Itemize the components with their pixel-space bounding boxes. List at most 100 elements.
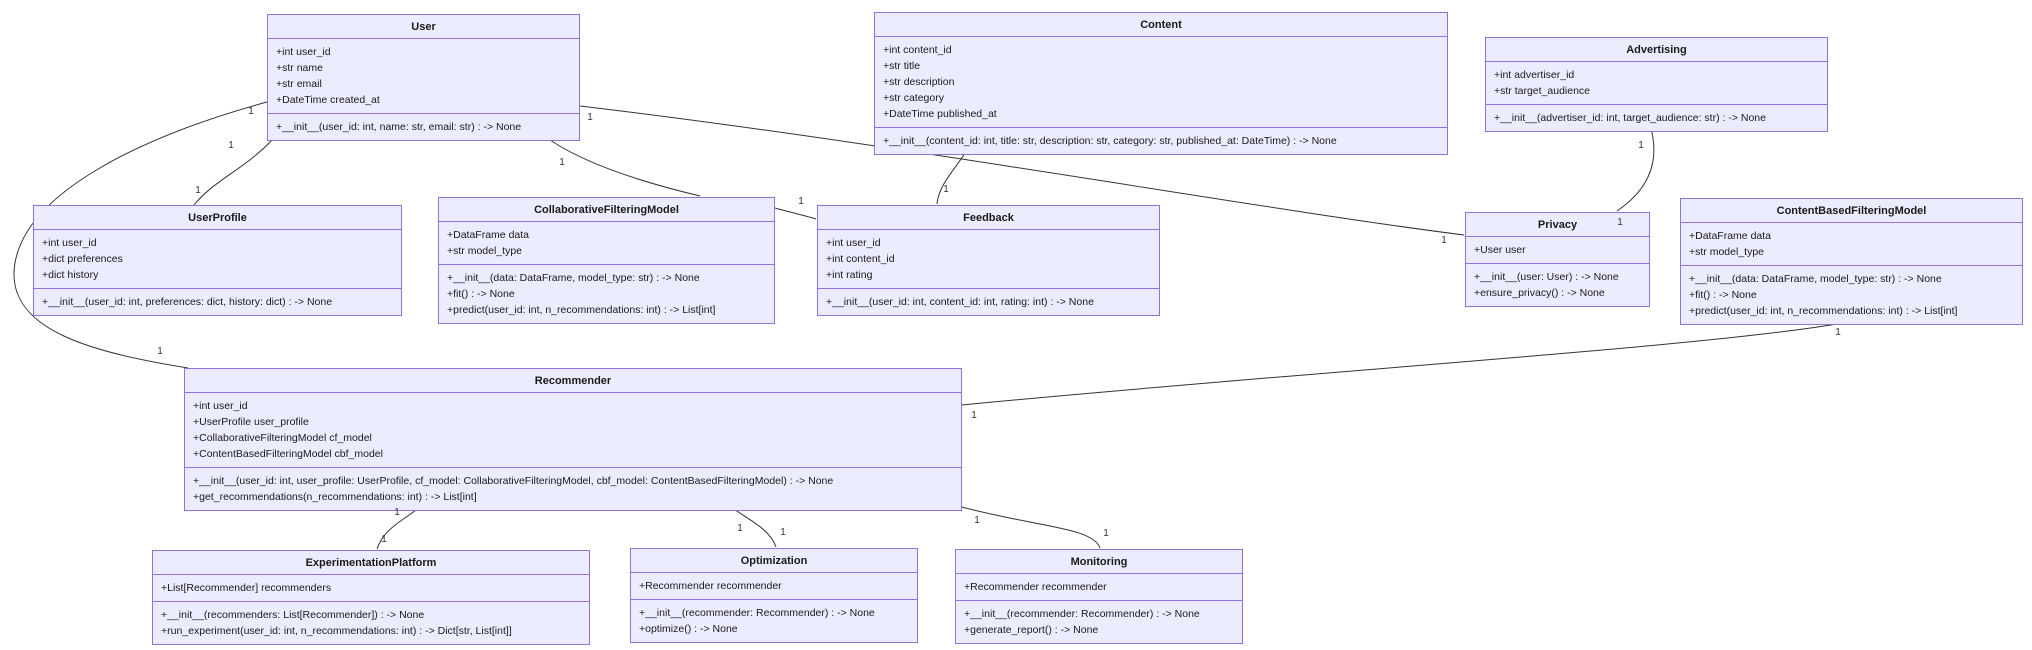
class-box-privacy: Privacy +User user +__init__(user: User)… (1465, 212, 1650, 307)
multiplicity-label: 1 (943, 184, 949, 195)
class-methods: +__init__(user_id: int, content_id: int,… (818, 289, 1159, 315)
association-edge-collaborativefilteringmodel-feedback (774, 207, 817, 220)
class-attributes: +Recommender recommender (631, 573, 917, 600)
class-title: Content (875, 13, 1447, 37)
class-attribute: +Recommender recommender (639, 580, 782, 592)
class-methods: +__init__(recommenders: List[Recommender… (153, 602, 589, 644)
class-attribute: +int user_id (193, 400, 248, 412)
class-method: +predict(user_id: int, n_recommendations… (1689, 305, 1958, 317)
class-method: +__init__(content_id: int, title: str, d… (883, 135, 1337, 147)
class-attribute: +int user_id (42, 237, 97, 249)
class-attributes: +DataFrame data+str model_type (439, 222, 774, 265)
class-title: CollaborativeFilteringModel (439, 198, 774, 222)
class-method: +get_recommendations(n_recommendations: … (193, 491, 477, 503)
multiplicity-label: 1 (587, 112, 593, 123)
class-title: ContentBasedFilteringModel (1681, 199, 2022, 223)
class-methods: +__init__(recommender: Recommender) : ->… (956, 601, 1242, 643)
class-methods: +__init__(advertiser_id: int, target_aud… (1486, 105, 1827, 131)
class-box-advertising: Advertising +int advertiser_id +str targe… (1485, 37, 1828, 132)
multiplicity-label: 1 (157, 346, 163, 357)
class-method: +generate_report() : -> None (964, 624, 1099, 636)
class-attribute: +dict preferences (42, 253, 123, 265)
multiplicity-label: 1 (559, 157, 565, 168)
class-method: +__init__(user_id: int, preferences: dic… (42, 296, 333, 308)
class-attribute: +DateTime published_at (883, 108, 997, 120)
class-attributes: +User user (1466, 237, 1649, 264)
multiplicity-label: 1 (1441, 235, 1447, 246)
class-attribute: +str target_audience (1494, 85, 1591, 97)
class-method: +ensure_privacy() : -> None (1474, 287, 1605, 299)
class-attribute: +User user (1474, 244, 1526, 256)
class-attribute: +DataFrame data (1689, 230, 1772, 242)
class-attribute: +str category (883, 92, 944, 104)
class-attribute: +dict history (42, 269, 99, 281)
class-attribute: +str name (276, 62, 323, 74)
association-edge-recommender-contentbasedfilteringmodel (961, 322, 1844, 406)
class-attributes: +Recommender recommender (956, 574, 1242, 601)
association-edge-user-privacy (579, 105, 1465, 236)
class-box-experimentationplatform: ExperimentationPlatform +List[Recommende… (152, 550, 590, 645)
class-method: +fit() : -> None (447, 288, 515, 300)
class-method: +run_experiment(user_id: int, n_recommen… (161, 625, 512, 637)
class-method: +__init__(recommenders: List[Recommender… (161, 609, 425, 621)
class-methods: +__init__(data: DataFrame, model_type: s… (1681, 266, 2022, 324)
class-method: +__init__(data: DataFrame, model_type: s… (1689, 273, 1942, 285)
class-box-collaborativefilteringmodel: CollaborativeFilteringModel +DataFrame d… (438, 197, 775, 324)
class-methods: +__init__(user_id: int, user_profile: Us… (185, 468, 961, 510)
class-attributes: +DataFrame data +str model_type (1681, 223, 2022, 266)
class-box-contentbasedfilteringmodel: ContentBasedFilteringModel +DataFrame da… (1680, 198, 2023, 325)
class-method: +predict(user_id: int, n_recommendations… (447, 304, 716, 316)
class-box-feedback: Feedback +int user_id+int content_id+int… (817, 205, 1160, 316)
class-attribute: +DataFrame data (447, 229, 530, 241)
class-attribute: +str email (276, 78, 322, 90)
class-attribute: +str description (883, 76, 955, 88)
class-attribute: +ContentBasedFilteringModel cbf_model (193, 448, 383, 460)
multiplicity-label: 1 (195, 185, 201, 196)
class-method: +__init__(advertiser_id: int, target_aud… (1494, 112, 1766, 124)
class-attribute: +int content_id (883, 44, 952, 56)
multiplicity-label: 1 (248, 106, 254, 117)
multiplicity-label: 1 (1835, 327, 1841, 338)
class-title: Advertising (1486, 38, 1827, 62)
multiplicity-label: 1 (381, 534, 387, 545)
class-methods: +__init__(user_id: int, preferences: dic… (34, 289, 401, 315)
class-method: +fit() : -> None (1689, 289, 1757, 301)
class-method: +__init__(user_id: int, user_profile: Us… (193, 475, 834, 487)
class-attributes: +int user_id +dict preferences +dict histo… (34, 230, 401, 289)
class-title: UserProfile (34, 206, 401, 230)
class-box-user: User +int user_id+str name+str email+Dat… (267, 14, 580, 141)
class-attributes: +int user_id +UserProfile user_profile +Co… (185, 393, 961, 468)
multiplicity-label: 1 (780, 527, 786, 538)
class-attribute: +int advertiser_id (1494, 69, 1575, 81)
class-attributes: +List[Recommender] recommenders (153, 575, 589, 602)
class-attribute: +UserProfile user_profile (193, 416, 309, 428)
class-box-recommender: Recommender +int user_id +UserProfile use… (184, 368, 962, 511)
association-edge-user-collaborativefilteringmodel (549, 139, 701, 197)
class-attribute: +DateTime created_at (276, 94, 380, 106)
class-title: Monitoring (956, 550, 1242, 574)
class-box-monitoring: Monitoring +Recommender recommender +__i… (955, 549, 1243, 644)
multiplicity-label: 1 (737, 523, 743, 534)
class-methods: +__init__(data: DataFrame, model_type: s… (439, 265, 774, 323)
class-attribute: +int rating (826, 269, 873, 281)
multiplicity-label: 1 (974, 515, 980, 526)
multiplicity-label: 1 (1638, 140, 1644, 151)
association-edge-user-userprofile (193, 139, 273, 206)
class-attributes: +int advertiser_id +str target_audience (1486, 62, 1827, 105)
multiplicity-label: 1 (228, 140, 234, 151)
class-methods: +__init__(content_id: int, title: str, d… (875, 128, 1447, 154)
class-method: +__init__(user_id: int, content_id: int,… (826, 296, 1094, 308)
class-method: +__init__(recommender: Recommender) : ->… (964, 608, 1200, 620)
class-attribute: +str model_type (1689, 246, 1764, 258)
multiplicity-label: 1 (394, 507, 400, 518)
class-attributes: +int content_id+str title+str descriptio… (875, 37, 1447, 128)
association-edge-advertising-privacy (1616, 124, 1655, 212)
class-title: Recommender (185, 369, 961, 393)
class-box-content: Content +int content_id+str title+str de… (874, 12, 1448, 155)
class-title: Optimization (631, 549, 917, 573)
class-box-userprofile: UserProfile +int user_id +dict preference… (33, 205, 402, 316)
multiplicity-label: 1 (1617, 217, 1623, 228)
class-method: +__init__(user_id: int, name: str, email… (276, 121, 522, 133)
association-edge-recommender-monitoring (957, 505, 1101, 549)
